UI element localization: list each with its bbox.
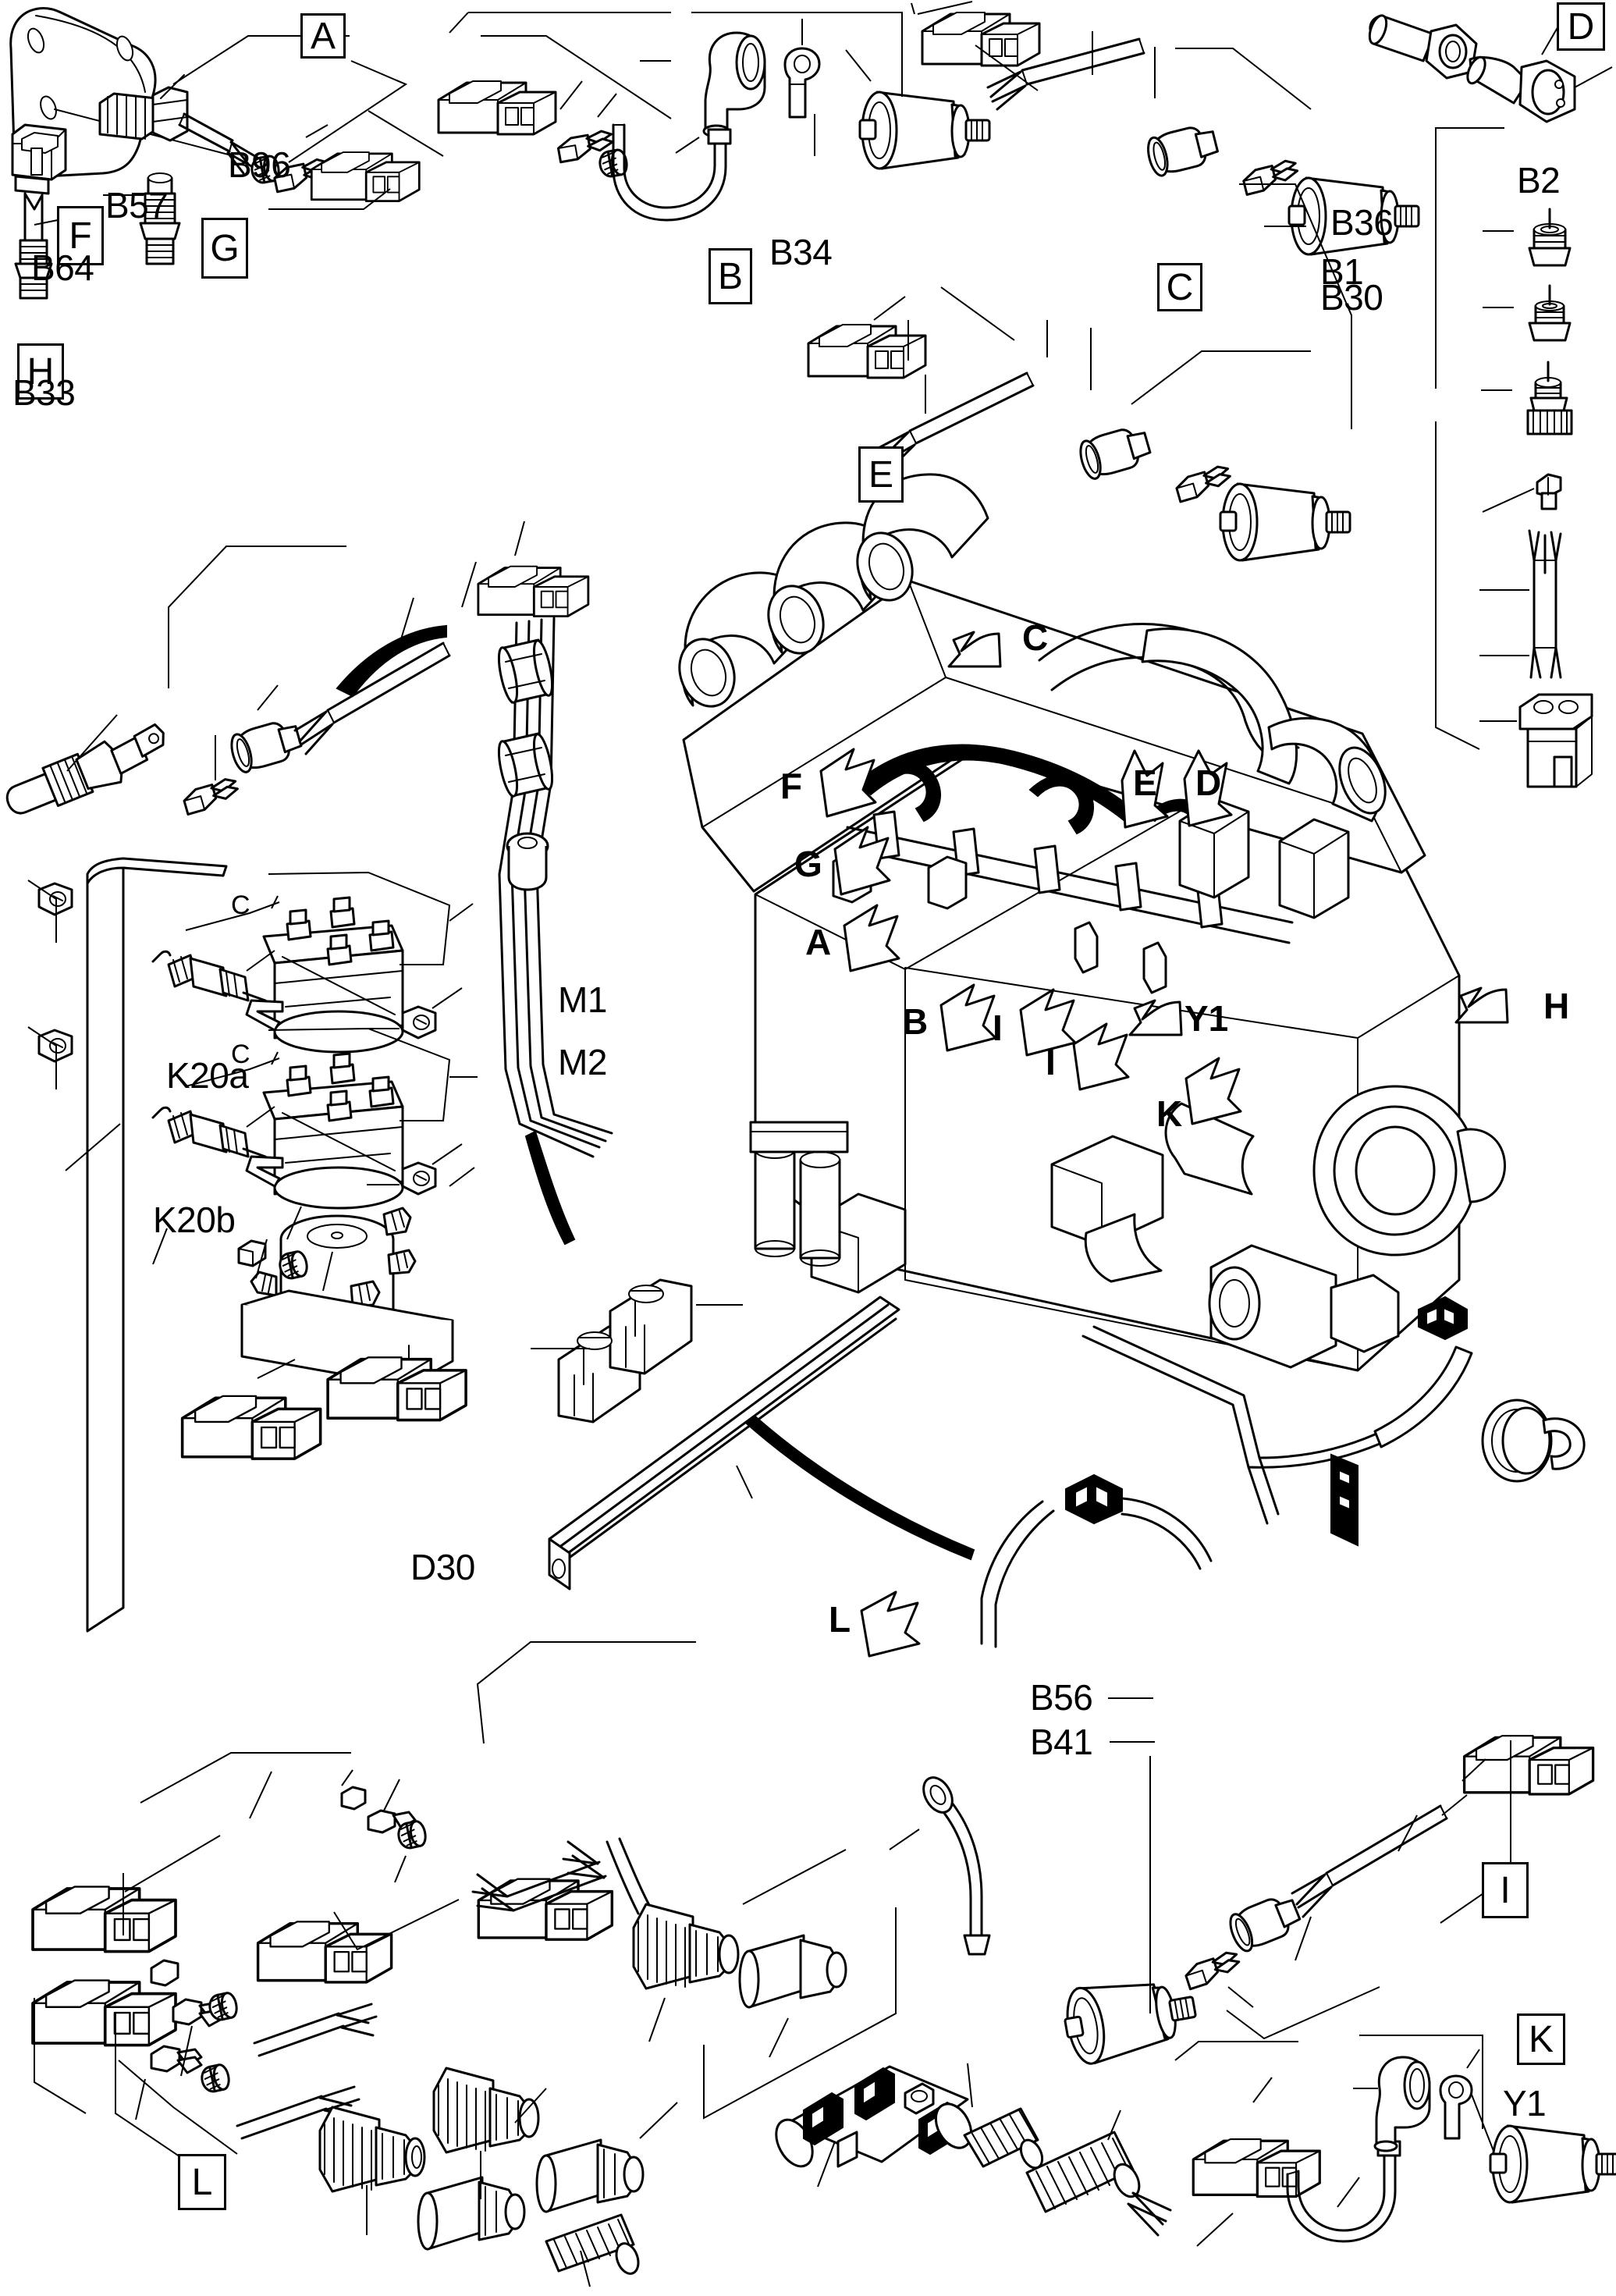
section-box-b-label: B [717, 255, 743, 297]
callout-k-engine: K [1156, 1093, 1183, 1134]
part-label-b56: B56 [1030, 1677, 1093, 1718]
sensor-b96 [98, 74, 259, 175]
callout-c-engine: C [1022, 617, 1049, 658]
section-box-k: K [1517, 2013, 1565, 2065]
mounting-rail-and-clamps [531, 1278, 900, 1590]
part-label-b36: B36 [1330, 202, 1394, 243]
callout-i-engine-1: I [993, 1008, 1003, 1048]
section-box-l-label: L [191, 2161, 213, 2203]
section-l-connectors [31, 1206, 678, 2287]
section-box-g: G [201, 218, 248, 279]
section-box-e: E [858, 446, 904, 503]
section-box-c: C [1157, 263, 1202, 311]
callout-arrows [819, 631, 1509, 1658]
section-d [1368, 14, 1613, 788]
section-box-i: I [1482, 1862, 1529, 1918]
section-box-h-label: H [27, 350, 55, 393]
part-label-k20a: K20a [166, 1055, 249, 1096]
section-box-g-label: G [210, 227, 240, 269]
part-label-b1: B1 [1320, 251, 1364, 292]
callout-i-engine-2: I [1046, 1042, 1056, 1082]
section-box-i-label: I [1500, 1869, 1511, 1911]
sensor-b64 [11, 123, 82, 300]
section-box-d-label: D [1567, 5, 1595, 48]
part-label-b33: B33 [12, 372, 76, 413]
part-label-m1: M1 [558, 979, 607, 1020]
section-box-b: B [709, 248, 752, 304]
part-label-d30: D30 [410, 1547, 475, 1587]
section-k [1174, 2035, 1616, 2243]
callout-g-engine: G [794, 844, 822, 884]
section-box-e-label: E [868, 453, 893, 496]
section-box-a-label: A [310, 15, 336, 57]
section-b [437, 12, 991, 222]
part-label-b64: B64 [31, 247, 94, 288]
relay-k20a [27, 871, 474, 1054]
callout-a-engine: A [805, 922, 832, 962]
callout-l-engine: L [829, 1599, 851, 1640]
part-label-b57: B57 [105, 185, 169, 226]
part-label-b30: B30 [1320, 277, 1383, 318]
fitting-b57 [103, 172, 181, 265]
callout-f-engine: F [780, 766, 803, 806]
harness-bundle [336, 617, 975, 1561]
relay-k20b [27, 1026, 478, 1210]
part-label-b34: B34 [769, 232, 833, 272]
section-c [911, 1, 1420, 256]
part-label-y1: Y1 [1503, 2083, 1547, 2124]
leader-mark-k20b: C [231, 1040, 250, 1069]
part-label-k20b: K20b [153, 1200, 236, 1240]
leader-mark-k20a: C [231, 890, 250, 920]
part-label-b2: B2 [1517, 160, 1561, 201]
section-box-d: D [1557, 2, 1605, 51]
part-label-b96: B96 [228, 144, 291, 185]
section-i [1058, 1697, 1595, 2068]
section-box-a: A [300, 13, 346, 59]
bottom-mid-connectors [124, 1641, 1234, 2247]
callout-e-engine: E [1133, 762, 1157, 803]
part-label-m2: M2 [558, 1042, 607, 1082]
section-box-c-label: C [1166, 266, 1194, 308]
section-box-f: F [57, 206, 104, 265]
callout-y1-engine: Y1 [1184, 998, 1229, 1039]
callout-d-engine: D [1195, 762, 1222, 803]
section-box-f-label: F [69, 215, 92, 257]
part-label-b41: B41 [1030, 1722, 1093, 1762]
callout-b-engine: B [902, 1001, 929, 1042]
callout-h-engine: H [1543, 986, 1570, 1026]
left-mount-panel [65, 857, 228, 1633]
section-box-l: L [178, 2154, 226, 2210]
section-box-h: H [17, 343, 64, 400]
section-box-k-label: K [1528, 2018, 1554, 2060]
